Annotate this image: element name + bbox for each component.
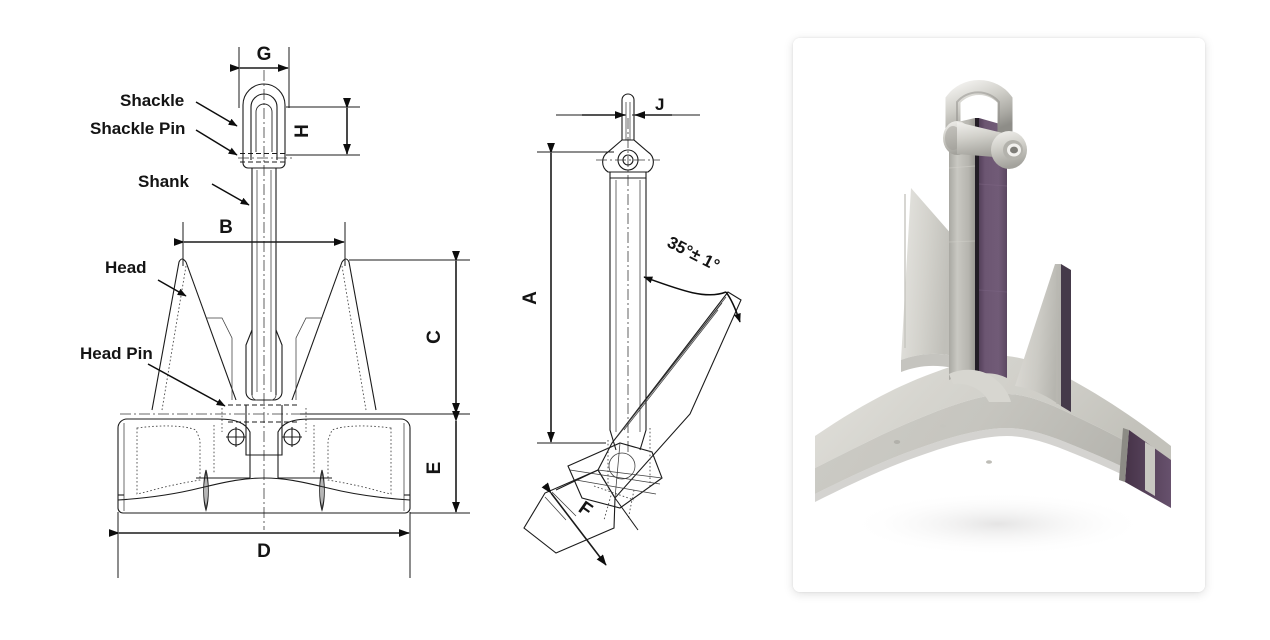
- base-stud-right: [986, 460, 992, 464]
- render-shank: [948, 118, 1011, 402]
- label-head-pin: Head Pin: [80, 344, 226, 407]
- render-card: [793, 38, 1205, 592]
- label-text-head-pin: Head Pin: [80, 344, 153, 363]
- fluke-left-face: [901, 188, 953, 360]
- shank-band-2: [948, 240, 976, 243]
- base-stud-left: [893, 440, 901, 444]
- base-front-wall: [815, 394, 1171, 494]
- shackle-part: [238, 83, 292, 169]
- label-text-shackle-pin: Shackle Pin: [90, 119, 185, 138]
- dimension-D: D: [108, 512, 411, 578]
- render-fluke-right: [1015, 264, 1071, 412]
- dimension-label-A: A: [520, 291, 541, 305]
- shackle-pin-hole-core: [1010, 146, 1018, 154]
- fluke-left-base-join: [901, 353, 953, 372]
- dimension-C: C: [300, 250, 470, 415]
- contact-shadow: [848, 492, 1148, 556]
- label-text-head: Head: [105, 258, 147, 277]
- head-pin-part: [120, 404, 410, 456]
- shank-band-3: [978, 183, 1008, 187]
- dimension-H: H: [286, 97, 360, 156]
- shackle-bow: [945, 80, 1013, 146]
- fluke-right-edge-dark: [1061, 264, 1071, 412]
- shank-band-1: [948, 165, 976, 169]
- label-shank: Shank: [138, 172, 250, 206]
- base-lip: [815, 428, 1171, 502]
- front-view: G H B C: [80, 44, 470, 578]
- base-stud-mid: [940, 424, 946, 428]
- shank-band-4: [978, 289, 1008, 293]
- dimension-label-C: C: [424, 330, 445, 344]
- shank-gray-face: [949, 118, 975, 380]
- dimension-J: J: [556, 95, 700, 119]
- angle-label-text: 35°± 1°: [664, 233, 723, 275]
- shank-edge-dark: [975, 118, 979, 374]
- head-part: [151, 258, 470, 411]
- dimension-G: G: [229, 44, 290, 108]
- dimension-E: E: [410, 410, 470, 514]
- dimension-label-G: G: [257, 44, 272, 65]
- dimension-B: B: [173, 217, 346, 266]
- base-right-wedge-strip: [1145, 442, 1155, 496]
- dimension-label-B: B: [219, 217, 233, 238]
- fluke-right-face: [1015, 264, 1061, 406]
- side-shank-eye: [596, 93, 660, 179]
- dimension-label-H: H: [292, 124, 313, 138]
- shank-part: [245, 168, 283, 401]
- dimension-A: A: [520, 142, 614, 444]
- anchor-base-front: [117, 418, 411, 514]
- label-text-shank: Shank: [138, 172, 190, 191]
- label-shackle: Shackle: [120, 91, 238, 127]
- base-right-wedge-edge: [1119, 428, 1129, 482]
- side-view: J A F 35°± 1°: [520, 93, 742, 566]
- dimension-label-D: D: [257, 541, 271, 562]
- shackle-bow-inner-shade: [956, 91, 1000, 134]
- side-fluke: [523, 291, 742, 554]
- render-shackle: [943, 80, 1027, 169]
- side-shank-body: [609, 178, 647, 451]
- label-shackle-pin: Shackle Pin: [90, 119, 238, 156]
- dimension-label-F: F: [574, 498, 596, 522]
- angle-callout-35deg: 35°± 1°: [643, 233, 741, 323]
- shank-base-fairing: [949, 369, 1011, 402]
- label-text-shackle: Shackle: [120, 91, 184, 110]
- anchor-3d-render: [793, 38, 1205, 592]
- shank-plum-face: [979, 118, 1007, 378]
- dimension-label-E: E: [424, 462, 445, 475]
- dimension-label-J: J: [655, 95, 664, 114]
- label-head: Head: [105, 258, 187, 297]
